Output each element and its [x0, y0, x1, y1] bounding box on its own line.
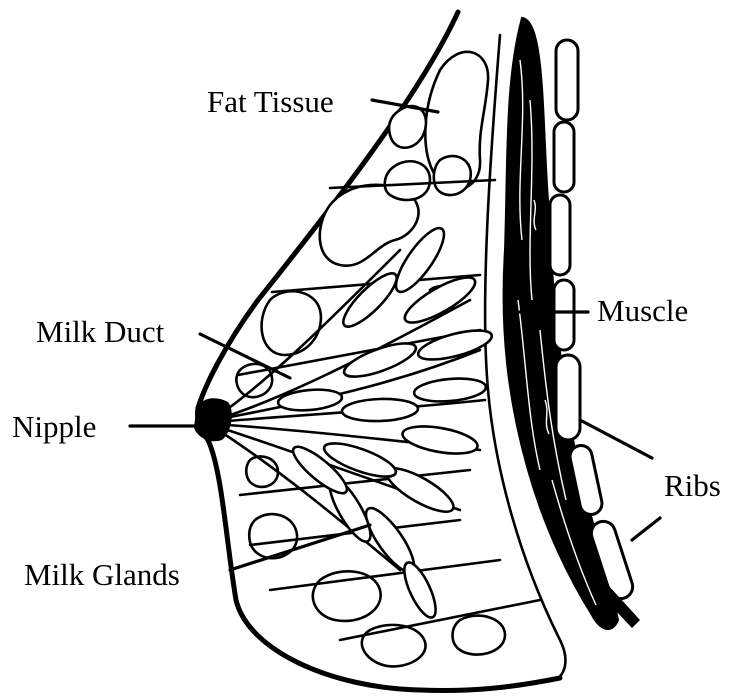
nipple-shape	[194, 398, 232, 441]
rib	[556, 355, 580, 440]
label-ribs: Ribs	[664, 468, 721, 503]
ribs-leader-lower	[632, 518, 660, 540]
label-nipple: Nipple	[12, 409, 96, 444]
label-fat-tissue: Fat Tissue	[207, 84, 334, 119]
label-milk-glands: Milk Glands	[24, 557, 180, 592]
rib	[554, 122, 574, 192]
rib	[556, 40, 578, 120]
label-muscle: Muscle	[597, 293, 688, 328]
rib	[554, 280, 574, 350]
rib	[550, 195, 570, 275]
label-milk-duct: Milk Duct	[36, 314, 165, 349]
milk-glands	[277, 222, 494, 621]
